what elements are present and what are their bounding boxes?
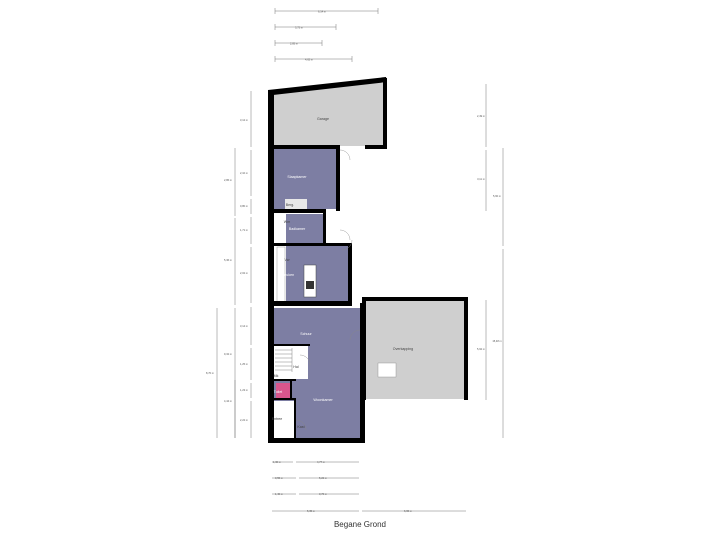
dim-left-5: 1,71 m xyxy=(240,228,248,232)
overkapping-storage xyxy=(377,362,397,378)
dim-bottom-2: 4,77 m xyxy=(317,460,325,464)
dim-left-4: 0,80 m xyxy=(240,204,248,208)
dim-bottom-1: 1,30 m xyxy=(273,460,281,464)
label-entree: Entree xyxy=(272,417,283,421)
label-slaapkamer: Slaapkamer xyxy=(287,175,307,179)
label-kast: Kast xyxy=(297,425,304,429)
badkamer-floor xyxy=(286,214,323,243)
label-wasmachine: Wm xyxy=(284,220,290,224)
dim-left-11: 1,25 m xyxy=(240,362,248,366)
entree-floor xyxy=(274,401,296,438)
dim-bottom-5: 1,40 m xyxy=(275,492,283,496)
keuken-floor xyxy=(286,246,348,301)
cooktop xyxy=(306,281,314,289)
dim-bottom-7: 5,35 m xyxy=(307,509,315,513)
berging-floor xyxy=(285,199,307,209)
label-garage: Garage xyxy=(317,117,329,121)
floor-title: Begane Grond xyxy=(333,520,387,529)
top-dimensions: 6,14 m 3,75 m 2,85 m 4,65 m xyxy=(274,8,379,62)
dim-left-6: 5,36 m xyxy=(224,258,232,262)
dim-left-1: 3,12 m xyxy=(240,118,248,122)
label-toilet: Toilet xyxy=(274,390,282,394)
dim-bottom-8: 6,65 m xyxy=(404,509,412,513)
dim-right-4: 15,48 m xyxy=(492,339,501,343)
dim-right-3: 5,60 m xyxy=(493,194,501,198)
dim-left-14: 2,22 m xyxy=(240,418,248,422)
label-keuken: Keuken xyxy=(282,273,294,277)
dim-left-13: 4,44 m xyxy=(224,399,232,403)
dim-right-1: 2,49 m xyxy=(477,114,485,118)
garage-floor xyxy=(274,80,383,146)
dim-bottom-6: 3,76 m xyxy=(319,492,327,496)
right-dimensions: 2,49 m 3,11 m 5,60 m 15,48 m 5,92 m xyxy=(477,84,504,438)
dim-left-12: 1,23 m xyxy=(240,388,248,392)
bottom-dimensions: 1,30 m 4,77 m 0,55 m 5,22 m 1,40 m 3,76 … xyxy=(272,460,466,513)
label-overkapping: Overkapping xyxy=(393,347,413,351)
dim-left-9: 9,32 m xyxy=(224,352,232,356)
door-swings xyxy=(295,149,361,431)
overkapping-floor xyxy=(366,301,464,399)
room-labels: Garage Slaapkamer Berg. Badkamer Keuken … xyxy=(272,117,413,429)
label-hal: Hal xyxy=(293,365,299,369)
dim-bottom-3: 0,55 m xyxy=(275,476,283,480)
walls xyxy=(268,77,468,443)
left-dimensions: 3,12 m 2,10 m 2,86 m 0,80 m 1,71 m 5,36 … xyxy=(206,91,252,438)
label-berging: Berg. xyxy=(286,203,295,207)
dim-left-3: 2,86 m xyxy=(224,178,232,182)
dim-left-2: 2,10 m xyxy=(240,171,248,175)
dim-bottom-4: 5,22 m xyxy=(319,476,327,480)
label-vaatwasser: Vw xyxy=(285,258,290,262)
dim-right-2: 3,11 m xyxy=(477,177,485,181)
label-badkamer: Badkamer xyxy=(289,227,306,231)
label-schuur: Schuur xyxy=(300,332,312,336)
room-fills xyxy=(274,80,464,441)
dim-left-10: 8,70 m xyxy=(206,371,214,375)
dim-top-2: 3,75 m xyxy=(295,26,303,30)
dim-left-8: 3,14 m xyxy=(240,324,248,328)
dim-top-1: 6,14 m xyxy=(318,10,326,14)
dim-right-5: 5,92 m xyxy=(477,347,485,351)
dim-left-7: 2,02 m xyxy=(240,271,248,275)
dim-top-4: 4,65 m xyxy=(305,58,313,62)
staircase xyxy=(275,348,293,372)
toilet-floor xyxy=(276,383,290,398)
dim-top-3: 2,85 m xyxy=(290,42,298,46)
label-meterkast: Mk xyxy=(274,374,279,378)
label-woonkamer: Woonkamer xyxy=(313,398,333,402)
